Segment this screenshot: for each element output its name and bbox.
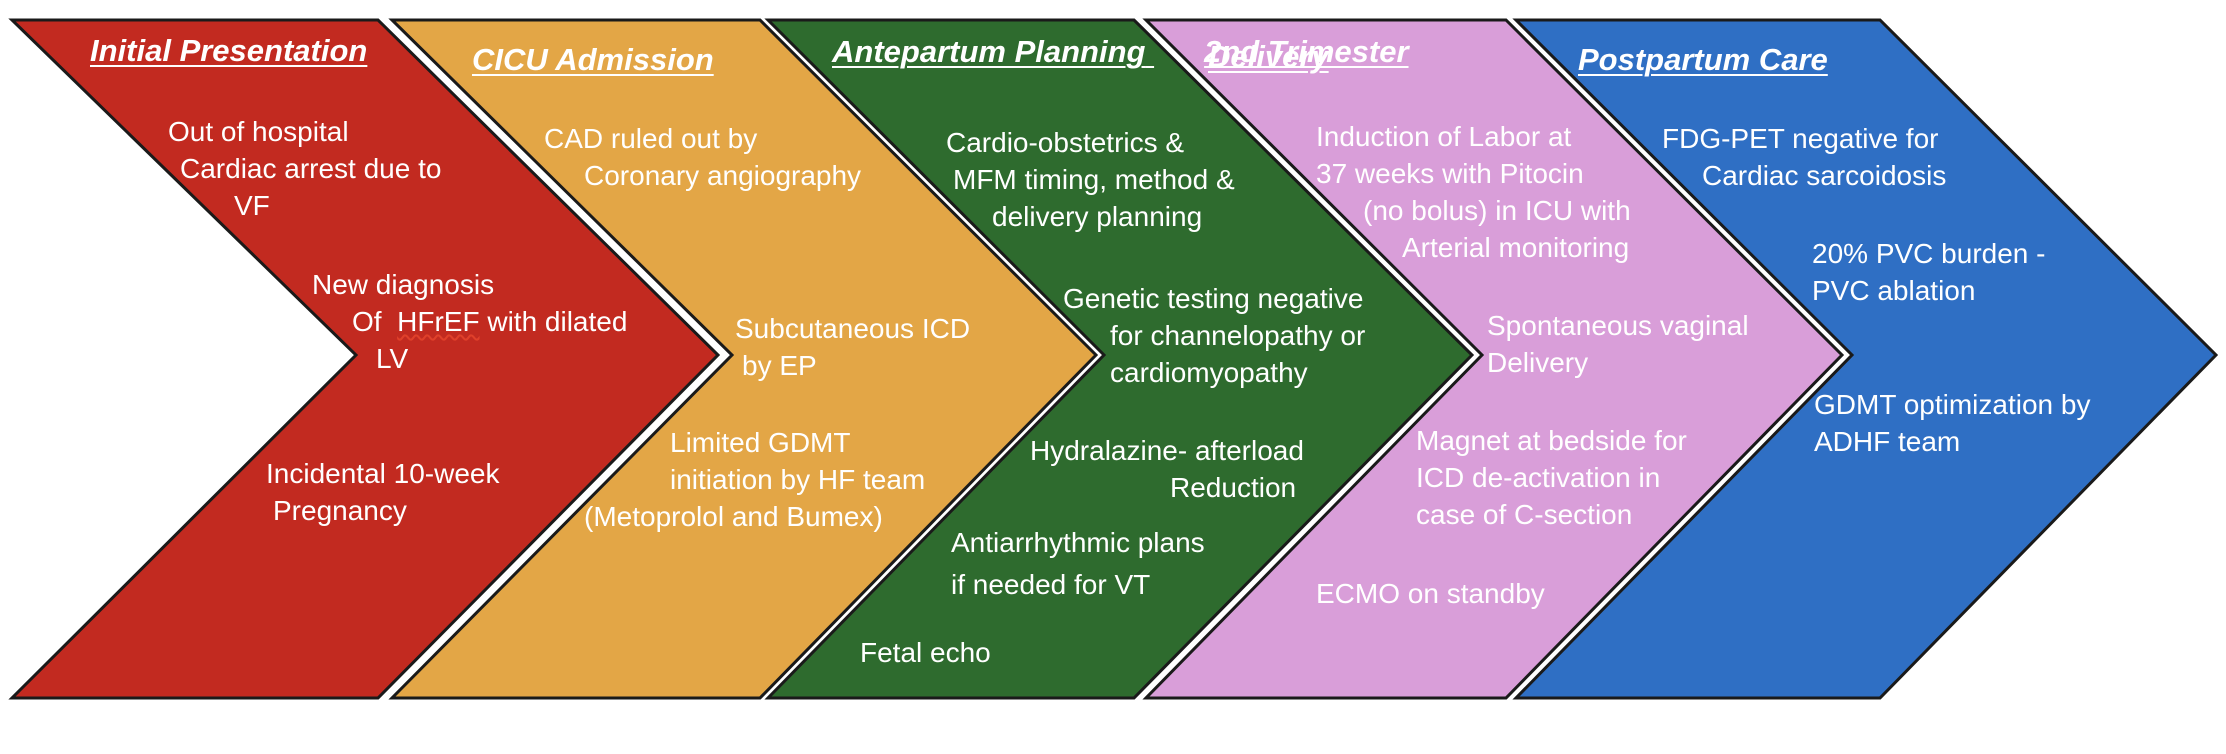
stage-title-postpartum-care: Postpartum Care <box>1578 42 1828 77</box>
stage-item: 20% PVC burden - PVC ablation <box>1812 238 2046 306</box>
stage-item: New diagnosis Of HFrEF with dilated LV <box>312 269 628 374</box>
stage-title-antepartum-planning: Antepartum Planning 2nd Trimester <box>832 34 1409 69</box>
stage-item: Antiarrhythmic plans if needed for VT <box>951 527 1205 600</box>
stage-item: Limited GDMT initiation by HF team (Meto… <box>584 427 926 532</box>
stage-item: Incidental 10-week Pregnancy <box>266 458 500 526</box>
stage-item: Cardio-obstetrics & MFM timing, method &… <box>946 127 1235 232</box>
stage-item: FDG-PET negative for Cardiac sarcoidosis <box>1662 123 1947 191</box>
stage-title-cicu-admission: CICU Admission <box>472 42 714 77</box>
stage-item: Hydralazine- afterload Reduction <box>1030 435 1304 503</box>
chevron-postpartum-care <box>1512 18 2219 700</box>
stage-item: Induction of Labor at 37 weeks with Pito… <box>1316 121 1631 263</box>
stage-item: GDMT optimization by ADHF team <box>1814 389 2091 457</box>
stage-title-initial-presentation: Initial Presentation <box>90 33 368 68</box>
stage-item: ECMO on standby <box>1316 578 1545 609</box>
stage-item: Spontaneous vaginal Delivery <box>1487 310 1749 378</box>
stage-title-delivery: Delivery <box>1208 39 1329 74</box>
chevron-antepartum-planning <box>764 18 1475 700</box>
stage-item: Genetic testing negative for channelopat… <box>1063 283 1366 388</box>
chevron-delivery <box>1142 18 1845 700</box>
chevron-cicu-admission <box>388 18 1099 700</box>
stage-item: Subcutaneous ICD by EP <box>735 313 971 381</box>
stage-item: Fetal echo <box>860 637 991 668</box>
stage-item: Out of hospital Cardiac arrest due to VF <box>168 116 442 221</box>
stage-item: CAD ruled out by Coronary angiography <box>544 123 862 191</box>
chevron-initial-presentation <box>8 18 721 700</box>
stage-item: Magnet at bedside for ICD de-activation … <box>1416 425 1687 530</box>
